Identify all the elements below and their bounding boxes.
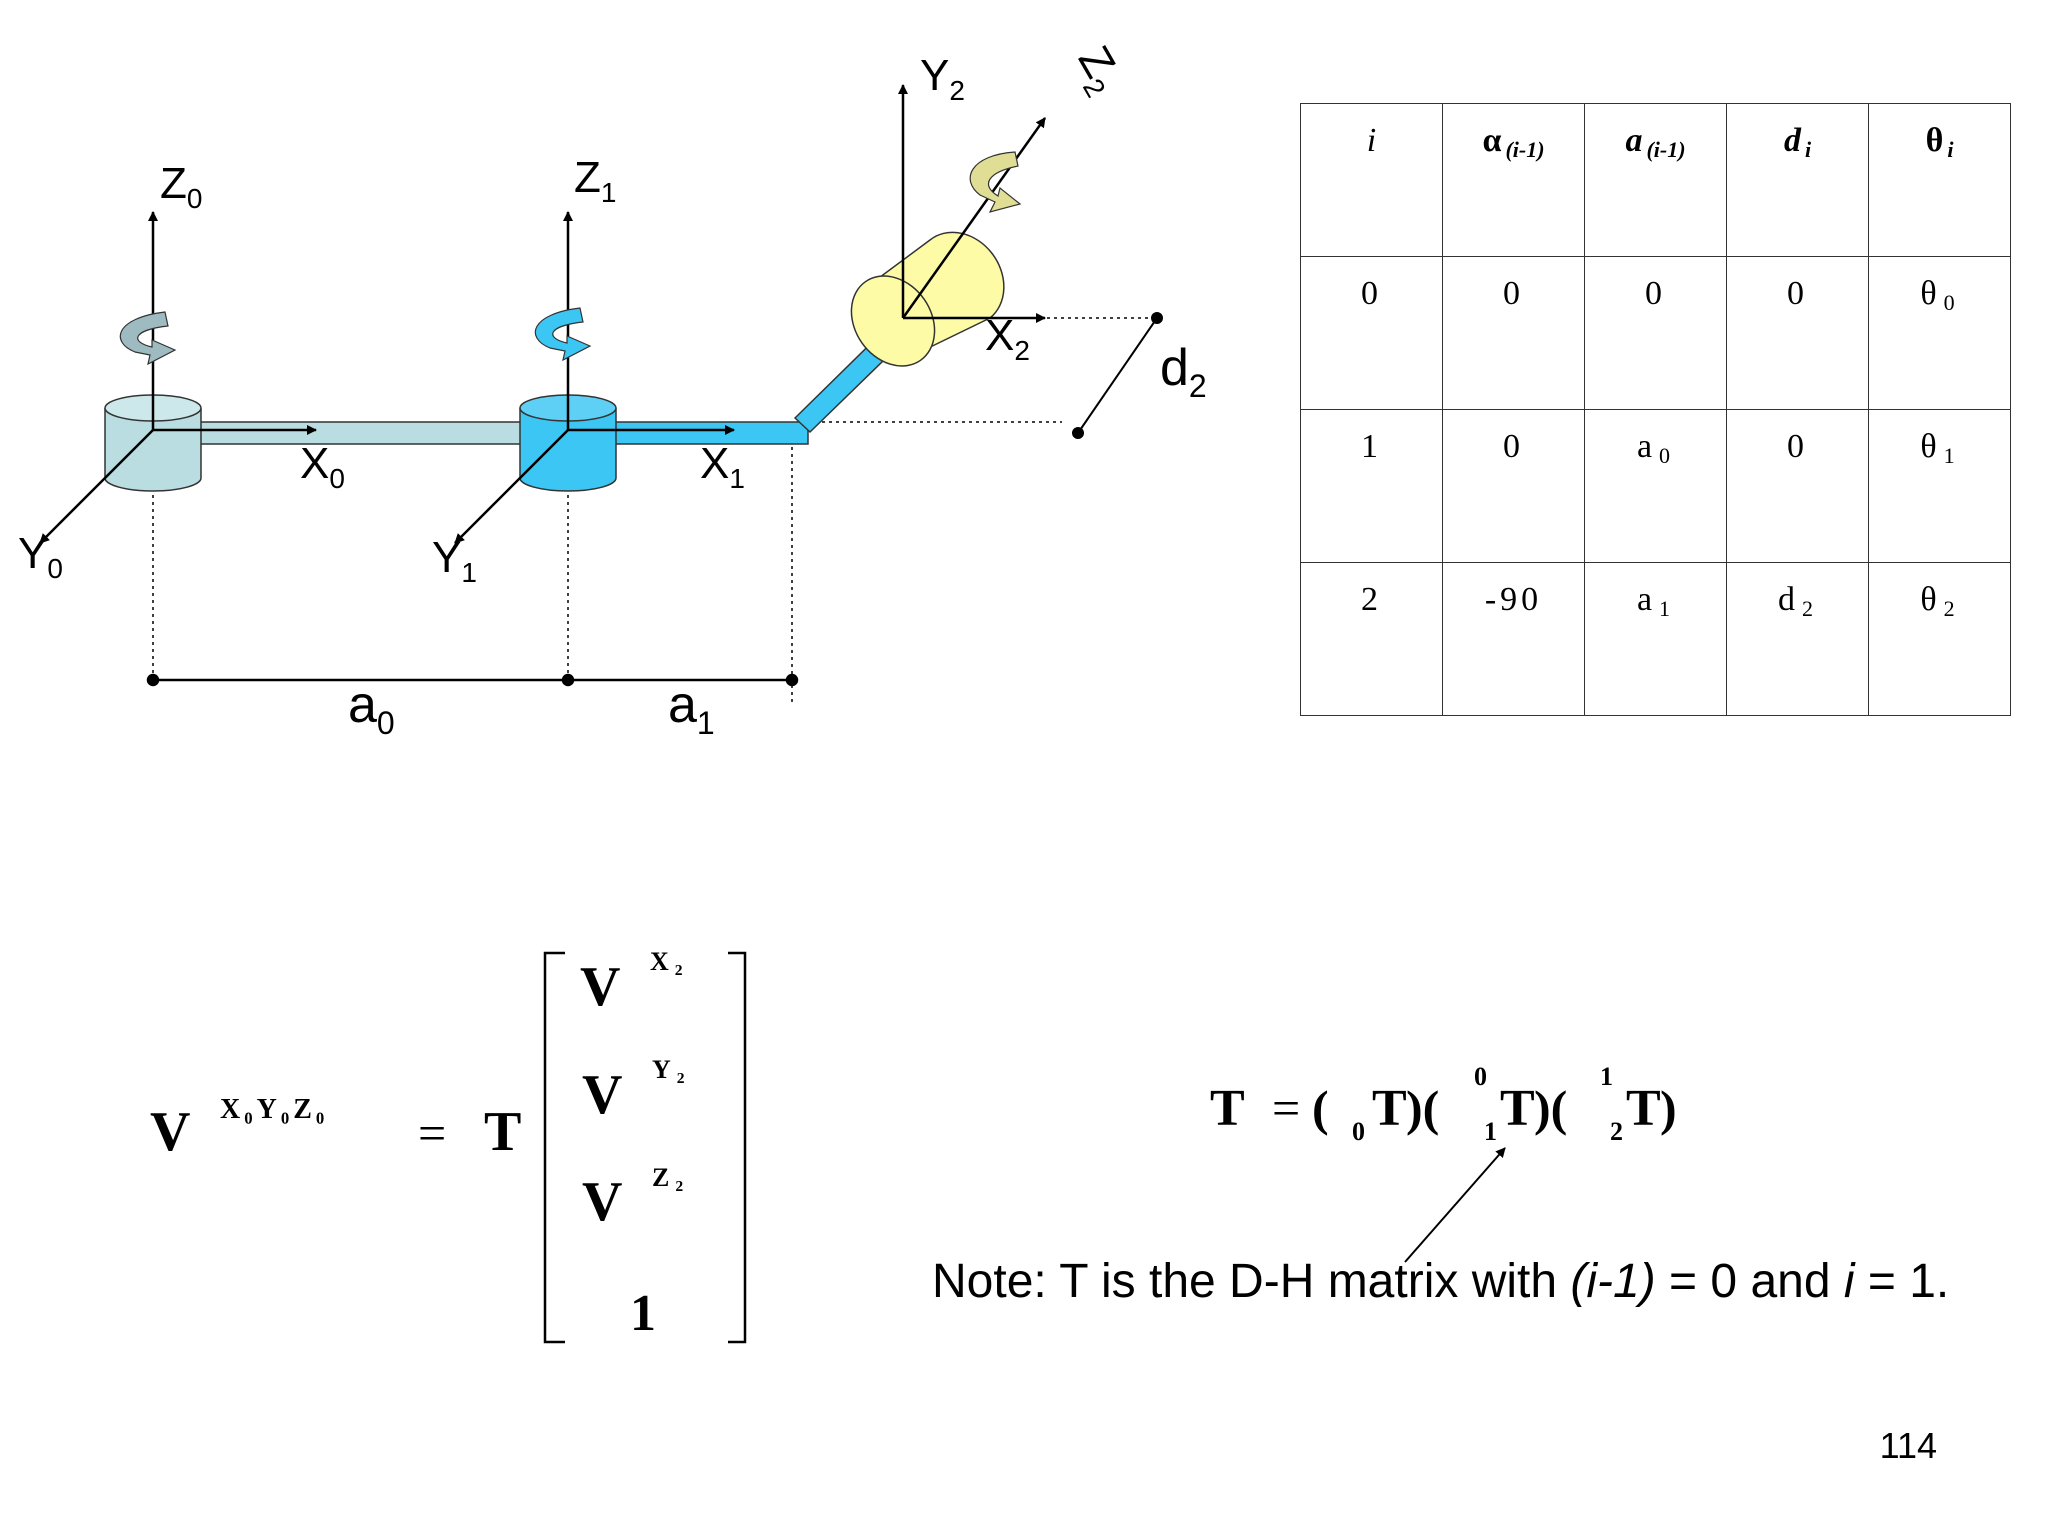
factor-3-main: T (1626, 1080, 1661, 1137)
product-equals: = (1272, 1080, 1300, 1136)
table-cell: 0 (1584, 256, 1727, 410)
equation-matrix-T: T (484, 1101, 521, 1163)
y1-label: Y1 (432, 533, 477, 588)
dotted-guides (152, 317, 1157, 705)
factor-2-pre-sub: 1 (1484, 1117, 1497, 1146)
product-open-paren: ( (1312, 1080, 1329, 1136)
factor-2-close: )( (1534, 1080, 1567, 1136)
frame-0-axes (39, 211, 317, 544)
left-bracket (543, 951, 565, 1344)
equation-lhs-superscript: X₀Y₀Z₀ (220, 1094, 328, 1125)
table-cell: 0 (1442, 409, 1585, 563)
rotation-arrow-1 (534, 307, 592, 362)
z0-label: Z0 (160, 159, 202, 214)
a0-label: a0 (348, 676, 395, 741)
factor-1-main: T (1372, 1080, 1407, 1137)
factor-2-pre-sup: 0 (1474, 1062, 1487, 1091)
a-dimension-line (146, 673, 799, 687)
vector-entry-1-sup: X₂ (650, 947, 689, 976)
y0-label: Y0 (18, 529, 63, 584)
vector-equation: V X₀Y₀Z₀ = T V X₂ V Y₂ V Z₂ 1 (150, 947, 747, 1344)
z1-label: Z1 (574, 153, 616, 208)
table-cell: 0 (1442, 256, 1585, 410)
header-alpha: α(i-1) (1442, 103, 1585, 257)
joint-0-cylinder (104, 394, 202, 492)
d2-dimension-line (1072, 312, 1163, 439)
y2-label: Y2 (920, 51, 965, 106)
factor-1-pre-sub: 0 (1352, 1117, 1365, 1146)
d2-label: d2 (1160, 339, 1207, 404)
a1-label: a1 (668, 676, 715, 741)
rotation-arrow-2 (969, 151, 1022, 213)
table-cell: 0 (1726, 409, 1869, 563)
product-lhs: T (1210, 1080, 1245, 1137)
x0-label: X0 (300, 439, 345, 494)
factor-3-pre-sup: 1 (1600, 1062, 1613, 1091)
header-a: a(i-1) (1584, 103, 1727, 257)
frame-1-axes (454, 211, 735, 544)
end-effector-cylinder (850, 231, 1005, 367)
rotation-arrow-0 (119, 311, 177, 366)
table-cell: -90 (1442, 562, 1585, 716)
product-equation: T = ( 0 T )( 0 1 T )( 1 2 T ) (1210, 1062, 1677, 1146)
table-cell: 1 (1300, 409, 1443, 563)
x2-label: X2 (985, 311, 1030, 366)
vector-entry-2-sup: Y₂ (652, 1055, 691, 1084)
factor-3-close: ) (1660, 1080, 1677, 1136)
z2-label: Z2 (1063, 38, 1132, 102)
table-cell: 2 (1300, 562, 1443, 716)
vector-entry-3-sup: Z₂ (652, 1163, 689, 1192)
frame-2-axes (898, 84, 1047, 323)
table-cell: 0 (1726, 256, 1869, 410)
note-text: Note: T is the D-H matrix with (i-1) = 0… (932, 1255, 1950, 1308)
x1-label: X1 (700, 439, 745, 494)
note-pointer-arrow (1404, 1147, 1506, 1263)
factor-1-close: )( (1406, 1080, 1439, 1136)
page-number: 114 (1879, 1425, 1937, 1466)
factor-2-main: T (1500, 1080, 1535, 1137)
table-cell: 0 (1300, 256, 1443, 410)
equation-lhs: V (150, 1101, 190, 1163)
equation-equals: = (418, 1105, 446, 1161)
vector-entry-3: V (582, 1171, 622, 1233)
link-1-bar (589, 421, 809, 445)
link-0-bar (174, 421, 546, 445)
right-bracket (728, 951, 747, 1344)
vector-entry-1: V (580, 956, 620, 1018)
header-i: i (1300, 103, 1443, 257)
vector-entry-4: 1 (630, 1285, 656, 1342)
vector-entry-2: V (582, 1064, 622, 1126)
factor-3-pre-sub: 2 (1610, 1117, 1623, 1146)
